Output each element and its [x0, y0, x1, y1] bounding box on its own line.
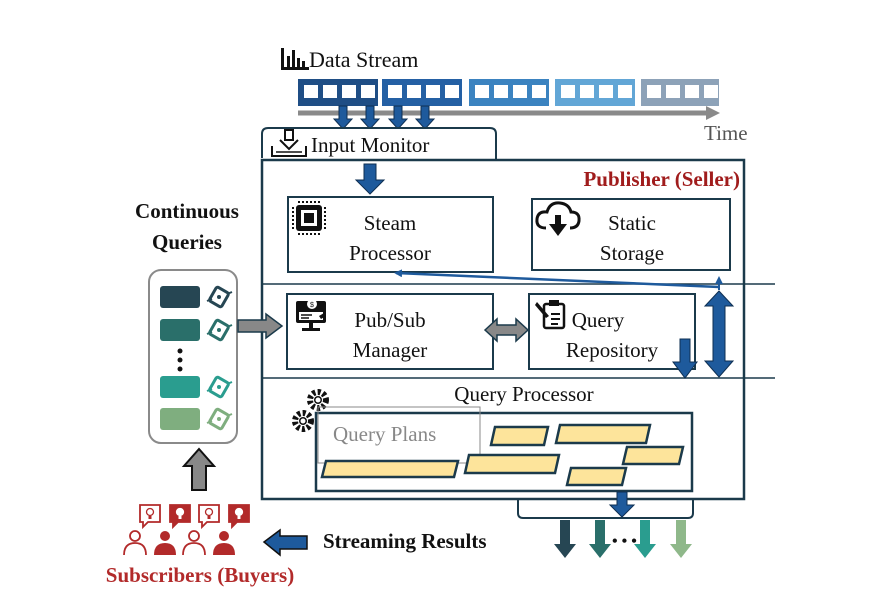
- result-output-arrow: [634, 520, 656, 558]
- money-wings-icon: [206, 285, 233, 309]
- continuous-query-item[interactable]: [160, 285, 233, 309]
- stream-batch: [555, 79, 635, 106]
- result-output-arrow: [554, 520, 576, 558]
- continuous-queries-title-line1: Continuous: [135, 199, 239, 223]
- results-ellipsis: • • •: [612, 533, 637, 550]
- monitor-payment-icon: $: [296, 299, 326, 331]
- data-stream-title: Data Stream: [309, 47, 418, 72]
- stream-batch: [641, 79, 719, 106]
- result-stream-arrows: [554, 520, 692, 558]
- query-plan: [565, 466, 628, 487]
- svg-text:$: $: [310, 302, 314, 309]
- query-repository-box[interactable]: [528, 293, 696, 370]
- pubsub-manager-line1: Pub/Sub: [354, 308, 425, 332]
- stream-processor-line2: Processor: [349, 241, 431, 265]
- storage-to-processor-link: [394, 269, 720, 289]
- query-repository-line1: Query: [572, 308, 625, 332]
- processor-output-arrow: [608, 491, 636, 518]
- query-plan: [621, 445, 685, 466]
- subscriber-person-icon: [182, 504, 220, 556]
- time-label: Time: [704, 121, 748, 145]
- repository-to-processor-arrow: [672, 338, 698, 379]
- stream-ingest-arrows: [332, 105, 436, 130]
- query-repository-line2: Repository: [566, 338, 659, 362]
- subscribers-to-queries-arrow: [181, 447, 217, 491]
- stream-batch: [469, 79, 549, 106]
- static-storage-box[interactable]: [531, 198, 731, 271]
- ingest-arrow: [414, 105, 436, 130]
- streaming-results-arrow: [262, 528, 308, 557]
- money-wings-icon: [206, 407, 233, 431]
- publisher-title: Publisher (Seller): [583, 167, 740, 191]
- stream-processor-line1: Steam: [364, 211, 417, 235]
- stream-batches: [298, 79, 719, 106]
- clipboard-edit-icon: [535, 300, 566, 330]
- stream-batch: [382, 79, 462, 106]
- query-plan: [320, 459, 460, 479]
- pubsub-manager-line2: Manager: [353, 338, 428, 362]
- money-wings-icon: [206, 375, 233, 399]
- bar-chart-icon: [281, 48, 309, 70]
- continuous-query-item[interactable]: [160, 375, 233, 399]
- subscriber-person-icon: [213, 504, 250, 555]
- time-axis-arrowhead: [706, 106, 720, 120]
- continuous-query-item[interactable]: [160, 407, 233, 431]
- static-storage-line2: Storage: [600, 241, 664, 265]
- storage-processor-bidirectional-arrow: [703, 290, 735, 378]
- ingest-arrow: [359, 105, 381, 130]
- query-processor-title: Query Processor: [454, 382, 593, 406]
- queries-to-pubsub-arrow: [237, 312, 284, 340]
- cpu-chip-icon: [292, 201, 326, 235]
- input-monitor-label: Input Monitor: [311, 133, 429, 157]
- ingest-arrow: [387, 105, 409, 130]
- input-monitor-tab: [261, 127, 497, 160]
- results-output-tray: [517, 499, 694, 519]
- query-plan: [463, 453, 561, 475]
- query-plans-label: Query Plans: [333, 422, 436, 446]
- result-output-arrow: [670, 520, 692, 558]
- query-items: [160, 285, 233, 431]
- inbox-download-icon: [271, 129, 307, 157]
- stream-batch: [298, 79, 378, 106]
- continuous-query-item[interactable]: [160, 318, 233, 342]
- vertical-ellipsis: [177, 348, 183, 372]
- subscriber-person-icon: [123, 504, 161, 556]
- query-plan: [489, 425, 550, 447]
- static-storage-line1: Static: [608, 211, 656, 235]
- arrow-to-stream-processor: [354, 163, 386, 195]
- ingest-arrow: [332, 105, 354, 130]
- subscriber-person-icon: [154, 504, 191, 555]
- continuous-queries-title-line2: Queries: [152, 230, 222, 254]
- cloud-download-icon: [535, 201, 581, 236]
- query-plans: [320, 423, 685, 487]
- result-output-arrow: [589, 520, 611, 558]
- streaming-results-label: Streaming Results: [323, 529, 487, 553]
- subscriber-icons: [123, 504, 250, 556]
- subscribers-label: Subscribers (Buyers): [106, 563, 294, 587]
- continuous-queries-panel: [148, 269, 238, 444]
- stream-processor-box[interactable]: [287, 196, 494, 273]
- query-plan: [554, 423, 652, 445]
- money-wings-icon: [206, 318, 233, 342]
